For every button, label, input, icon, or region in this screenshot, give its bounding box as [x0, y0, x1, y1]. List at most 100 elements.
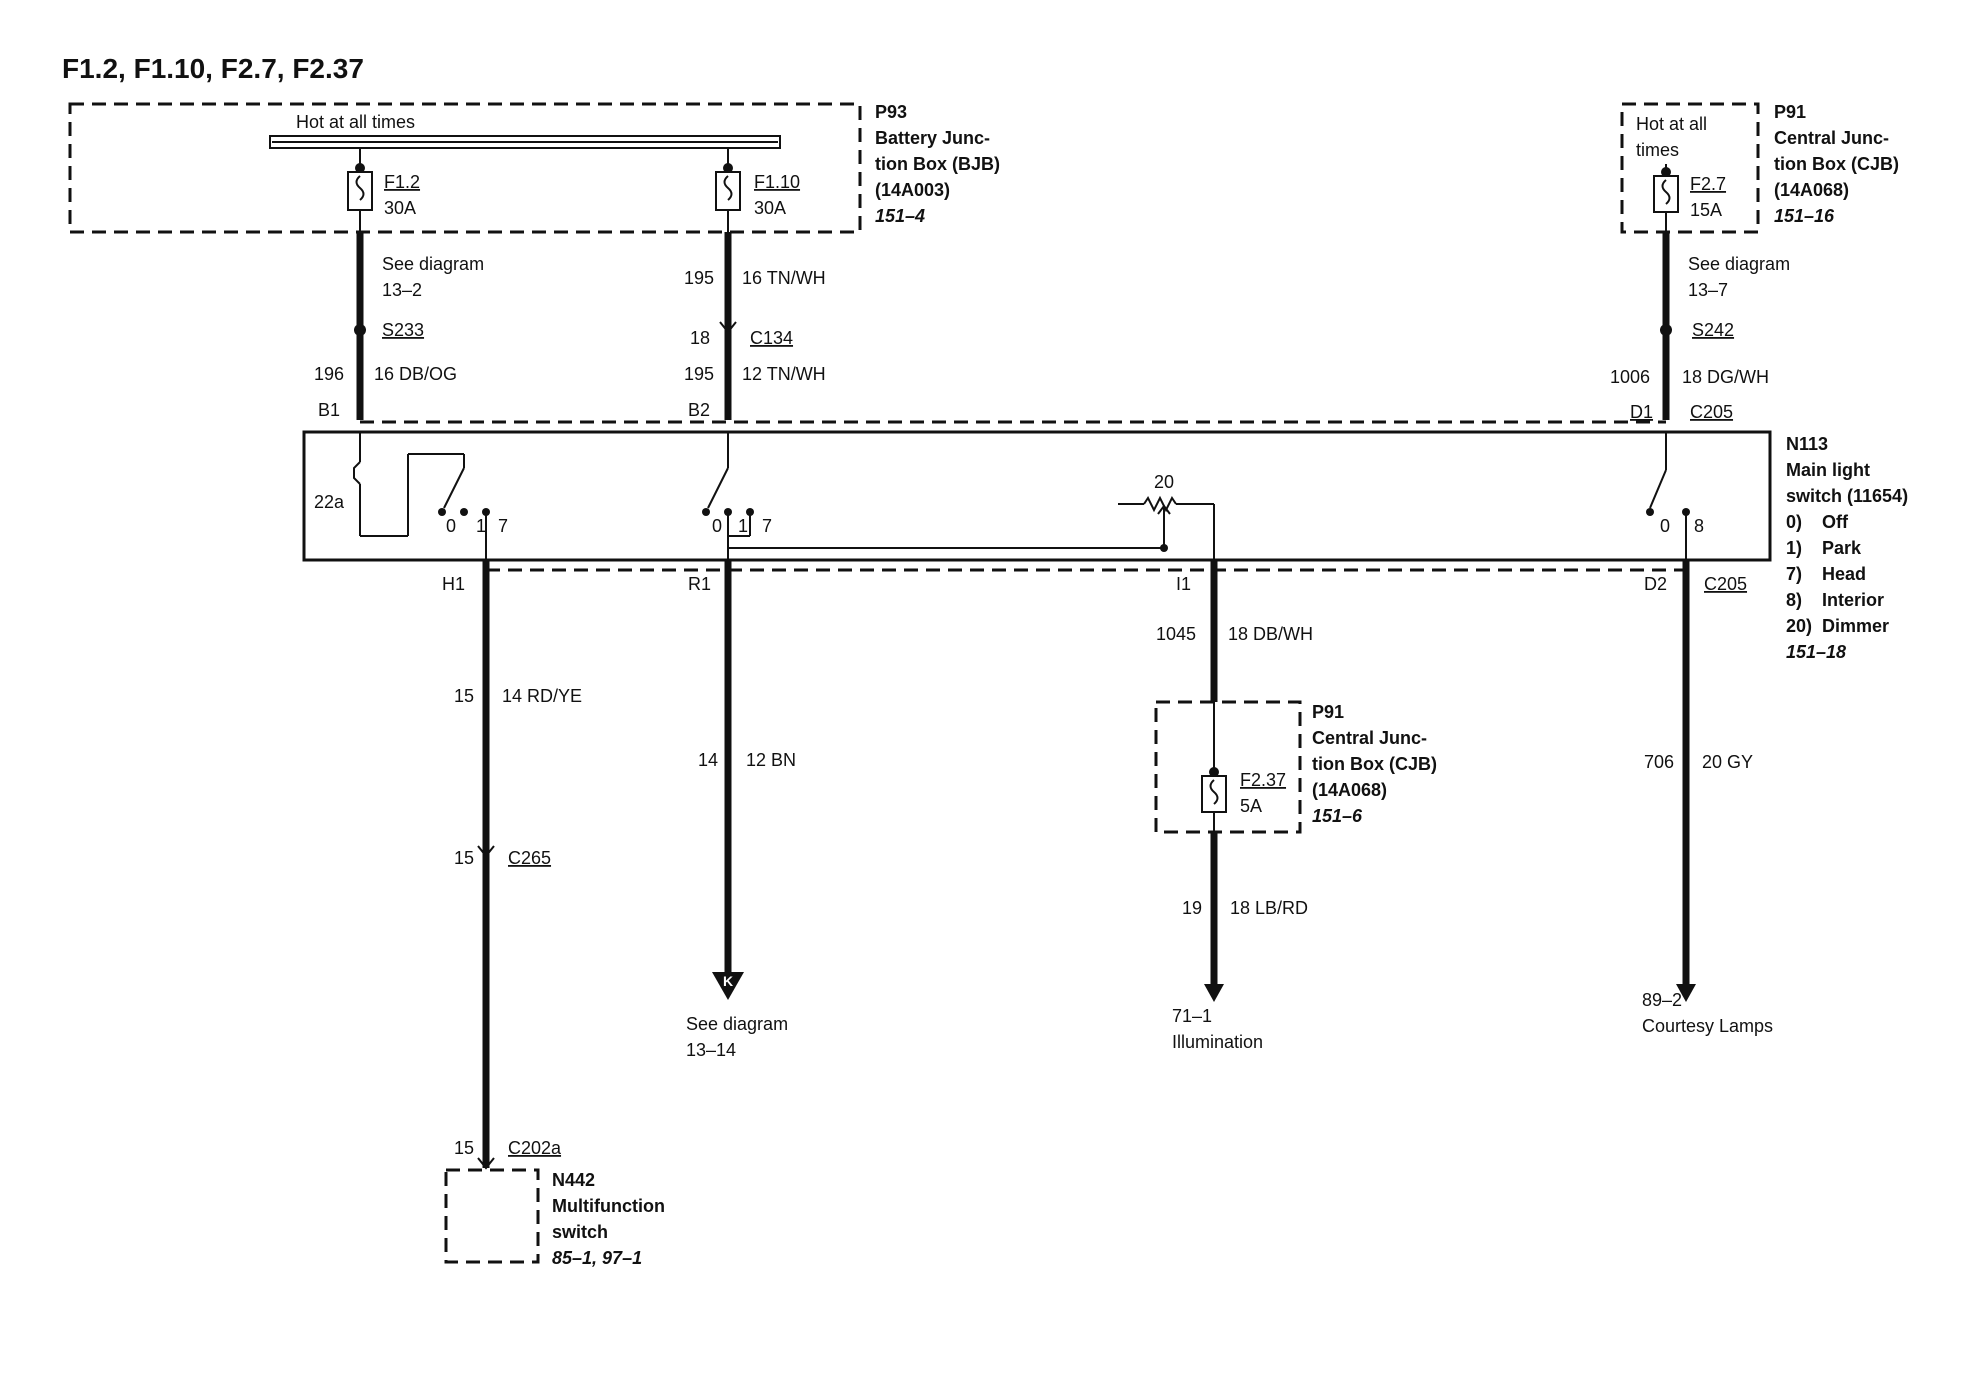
fuse-f1-10: F1.10 30A	[715, 148, 800, 232]
wire-i1-color: 18 DB/WH	[1228, 624, 1313, 644]
switch-name-2: switch (11654)	[1786, 486, 1908, 506]
switch-name-1: Main light	[1786, 460, 1870, 480]
central-junction-box-top: Hot at all times F2.7 15A P91 Central Ju…	[1620, 102, 1899, 234]
position-2-num: 7)	[1786, 564, 1802, 584]
position-2-label: Head	[1822, 564, 1866, 584]
wire-1006-see-2: 13–7	[1688, 280, 1728, 300]
wire-d2: D2 C205 706 20 GY 89–2 Courtesy Lamps	[1642, 560, 1773, 1036]
c202a-pin: 15	[454, 1138, 474, 1158]
wire-196-see-2: 13–2	[382, 280, 422, 300]
arrow-courtesy	[1676, 984, 1696, 1002]
cjb-top-dashed-boundary	[1620, 102, 1760, 234]
pin-d2: D2	[1644, 574, 1667, 594]
cjb-mid-code: P91	[1312, 702, 1344, 722]
multifunction-name-2: switch	[552, 1222, 608, 1242]
wire-196-circuit: 196	[314, 364, 344, 384]
wire-196-color: 16 DB/OG	[374, 364, 457, 384]
fuse-f2-37-name: F2.37	[1240, 770, 1286, 790]
multifunction-switch: N442 Multifunction switch 85–1, 97–1	[444, 1168, 665, 1268]
switch-ref: 151–18	[1786, 642, 1846, 662]
pin-b1: B1	[318, 400, 340, 420]
c134-pin: 18	[690, 328, 710, 348]
wire-r1-color: 12 BN	[746, 750, 796, 770]
pin-b2: B2	[688, 400, 710, 420]
wire-i1-out-color: 18 LB/RD	[1230, 898, 1308, 918]
cjb-top-bus-label-2: times	[1636, 140, 1679, 160]
fuse-f1-2-name: F1.2	[384, 172, 420, 192]
fuse-f2-7: F2.7 15A	[1653, 164, 1726, 232]
wire-i1-out-circuit: 19	[1182, 898, 1202, 918]
fuse-f2-37: F2.37 5A	[1201, 767, 1286, 832]
pin-h1: H1	[442, 574, 465, 594]
position-0-label: Off	[1822, 512, 1849, 532]
cjb-mid-part: (14A068)	[1312, 780, 1387, 800]
dest-courtesy: Courtesy Lamps	[1642, 1016, 1773, 1036]
wire-i1: I1 1045 18 DB/WH	[1156, 560, 1313, 772]
central-junction-box-mid: F2.37 5A P91 Central Junc- tion Box (CJB…	[1154, 700, 1437, 834]
connector-c134: C134	[750, 328, 793, 348]
dest-courtesy-ref: 89–2	[1642, 990, 1682, 1010]
fuse-f1-2: F1.2 30A	[347, 148, 420, 232]
dest-illumination-ref: 71–1	[1172, 1006, 1212, 1026]
bjb-code: P93	[875, 102, 907, 122]
wire-d2-color: 20 GY	[1702, 752, 1753, 772]
fuse-f1-2-rating: 30A	[384, 198, 416, 218]
pin-d1: D1	[1630, 402, 1653, 422]
pin-i1: I1	[1176, 574, 1191, 594]
wire-195-color: 12 TN/WH	[742, 364, 826, 384]
contact-2-0: 0	[712, 516, 722, 536]
bjb-part: (14A003)	[875, 180, 950, 200]
cjb-top-name-2: tion Box (CJB)	[1774, 154, 1899, 174]
arrow-illumination	[1204, 984, 1224, 1002]
splice-s233: S233	[382, 320, 424, 340]
wire-i1-circuit: 1045	[1156, 624, 1196, 644]
multifunction-code: N442	[552, 1170, 595, 1190]
wire-1006: See diagram 13–7 S242 1006 18 DG/WH D1 C…	[1610, 232, 1790, 422]
cjb-top-part: (14A068)	[1774, 180, 1849, 200]
bjb-name-1: Battery Junc-	[875, 128, 990, 148]
switch-dimmer: 20	[1118, 472, 1215, 560]
diagram-title: F1.2, F1.10, F2.7, F2.37	[62, 53, 364, 84]
wire-r1: K R1 14 12 BN See diagram 13–14	[686, 560, 796, 1060]
fuse-f1-10-name: F1.10	[754, 172, 800, 192]
connector-c202a: C202a	[508, 1138, 562, 1158]
position-1-num: 1)	[1786, 538, 1802, 558]
position-3-num: 8)	[1786, 590, 1802, 610]
wire-r1-see-1: See diagram	[686, 1014, 788, 1034]
contact-2-1: 1	[738, 516, 748, 536]
position-0-num: 0)	[1786, 512, 1802, 532]
position-1-label: Park	[1822, 538, 1862, 558]
wire-196: See diagram 13–2 S233 196 16 DB/OG B1	[314, 232, 484, 420]
fuse-f2-37-rating: 5A	[1240, 796, 1262, 816]
connector-c205-top: C205	[1690, 402, 1733, 422]
main-light-switch: 22a 0 1 7 0 1 7 20	[302, 430, 1908, 662]
multifunction-dashed-boundary	[444, 1168, 540, 1264]
wire-h1: H1 15 14 RD/YE 15 C265 15 C202a	[442, 560, 582, 1170]
wire-195-top-circuit: 195	[684, 268, 714, 288]
wire-1006-see-1: See diagram	[1688, 254, 1790, 274]
pin-r1: R1	[688, 574, 711, 594]
wire-195: 195 16 TN/WH 18 C134 195 12 TN/WH B2	[684, 232, 826, 420]
c265-pin: 15	[454, 848, 474, 868]
wire-196-see-1: See diagram	[382, 254, 484, 274]
cjb-top-ref: 151–16	[1774, 206, 1835, 226]
dest-illumination: Illumination	[1172, 1032, 1263, 1052]
bjb-name-2: tion Box (BJB)	[875, 154, 1000, 174]
arrow-k-label: K	[723, 973, 733, 989]
switch-positions: 0) Off 1) Park 7) Head 8) Interior 20) D…	[1786, 512, 1889, 636]
cjb-mid-ref: 151–6	[1312, 806, 1363, 826]
wire-i1-output: 19 18 LB/RD 71–1 Illumination	[1172, 832, 1308, 1052]
position-4-num: 20)	[1786, 616, 1812, 636]
bjb-ref: 151–4	[875, 206, 925, 226]
wire-1006-circuit: 1006	[1610, 367, 1650, 387]
switch-section-park: 22a 0 1 7	[314, 432, 508, 560]
cjb-top-name-1: Central Junc-	[1774, 128, 1889, 148]
contact-3-8: 8	[1694, 516, 1704, 536]
connector-c205-bottom: C205	[1704, 574, 1747, 594]
switch-code: N113	[1786, 434, 1828, 454]
switch-body	[302, 430, 1772, 562]
contact-1-7: 7	[498, 516, 508, 536]
wire-195-top-color: 16 TN/WH	[742, 268, 826, 288]
cjb-top-bus-label-1: Hot at all	[1636, 114, 1707, 134]
